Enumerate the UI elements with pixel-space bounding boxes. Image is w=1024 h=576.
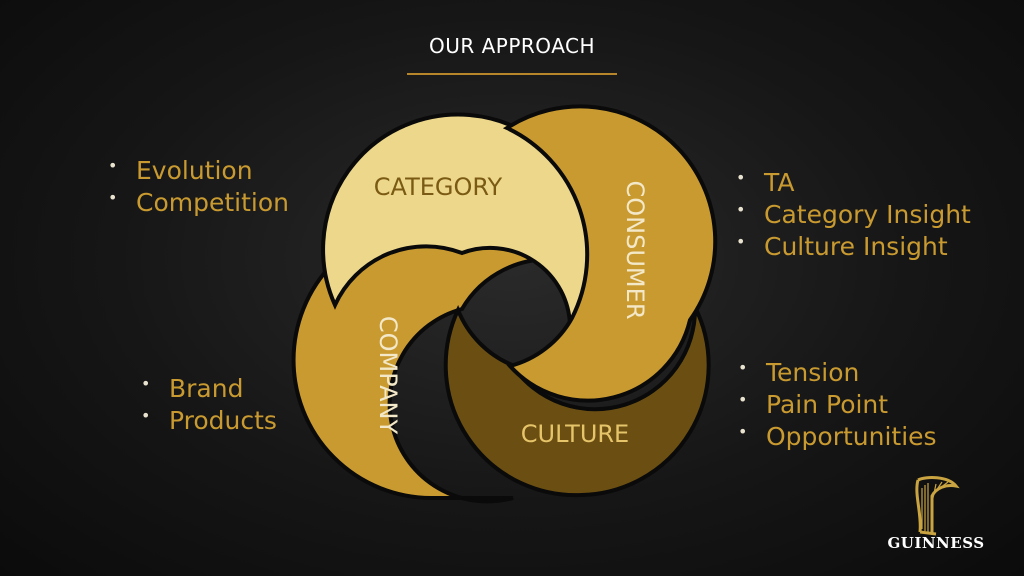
page-title: OUR APPROACH — [428, 34, 596, 58]
list-item: Opportunities — [738, 416, 937, 453]
company-label: COMPANY — [374, 316, 402, 435]
culture-list: Tension Pain Point Opportunities — [738, 352, 937, 453]
culture-label: CULTURE — [521, 420, 629, 448]
category-list: Evolution Competition — [108, 150, 289, 219]
list-item: Evolution — [108, 150, 289, 187]
list-item: Products — [141, 400, 277, 437]
list-item: TA — [736, 162, 971, 199]
list-item: Culture Insight — [736, 226, 971, 263]
svg-text:CONSUMER: CONSUMER — [621, 181, 649, 320]
culture-segment — [443, 304, 711, 498]
harp-icon — [915, 476, 960, 536]
category-label: CATEGORY — [374, 173, 503, 201]
list-item: Brand — [141, 368, 277, 405]
list-item: Competition — [108, 182, 289, 219]
consumer-segment — [502, 104, 718, 403]
list-item: Tension — [738, 352, 937, 389]
company-list: Brand Products — [141, 368, 277, 437]
list-item: Pain Point — [738, 384, 937, 421]
list-item: Category Insight — [736, 194, 971, 231]
svg-text:COMPANY: COMPANY — [374, 316, 402, 435]
consumer-label: CONSUMER — [621, 181, 649, 320]
title-underline — [407, 73, 617, 75]
consumer-list: TA Category Insight Culture Insight — [736, 162, 971, 263]
brand-logo-text: GUINNESS — [887, 534, 985, 552]
